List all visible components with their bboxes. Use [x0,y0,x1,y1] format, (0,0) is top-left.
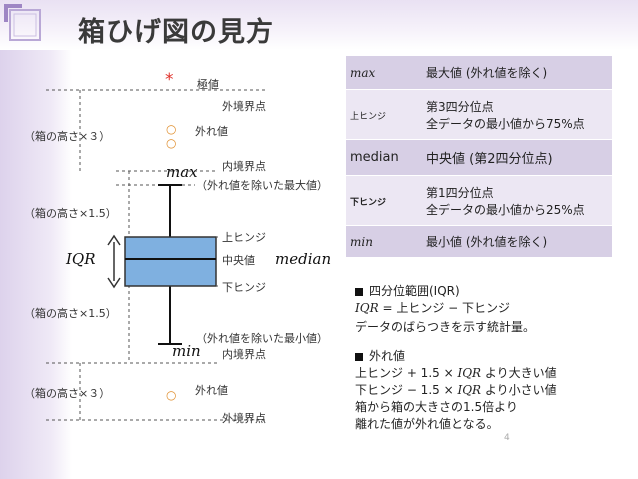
label-box-times15-top: （箱の高さ×1.5） [24,207,117,220]
math-label-iqr: IQR [66,250,96,268]
table-term: min [346,225,422,258]
label-upper-hinge: 上ヒンジ [222,231,266,244]
table-desc: 第1四分位点全データの最小値から25%点 [422,175,612,226]
table-row: min 最小値 (外れ値を除く) [346,225,612,258]
outlier-circle-icon: ○ [166,122,177,136]
page-title: 箱ひげ図の見方 [78,17,274,48]
corner-bracket-icon [4,4,22,22]
label-extreme: 極値 [197,78,219,91]
iqr-description: データのばらつきを示す統計量。 [355,320,536,334]
outlier-line-3: 箱から箱の大きさの1.5倍より [355,400,518,414]
table-desc: 中央値 (第2四分位点) [422,139,612,176]
table-term: median [346,139,422,176]
label-box-times3-bottom: （箱の高さ×３） [24,387,111,400]
outlier-line-2: 下ヒンジ − 1.5 × IQR より小さい値 [355,383,557,397]
table-term: 上ヒンジ [346,89,422,140]
table-row: 上ヒンジ 第3四分位点全データの最小値から75%点 [346,89,612,140]
left-gradient-band [0,0,72,479]
outlier-heading: 外れ値 [355,348,557,365]
iqr-arrow-up-icon [107,234,121,246]
table-row: max 最大値 (外れ値を除く) [346,55,612,90]
iqr-arrow-down-icon [107,277,121,289]
label-inner-fence-bottom: 内境界点 [222,348,266,361]
table-term: 下ヒンジ [346,175,422,226]
math-label-max: max [166,163,198,181]
table-desc: 最小値 (外れ値を除く) [422,225,612,258]
outlier-circle-icon: ○ [166,388,177,402]
outlier-circle-icon: ○ [166,136,177,150]
math-label-min: min [172,342,201,360]
square-bullet-icon [355,287,363,296]
label-outlier-bottom: 外れ値 [195,384,228,397]
table-row: median 中央値 (第2四分位点) [346,139,612,176]
notes: 四分位範囲(IQR) IQR = 上ヒンジ − 下ヒンジ データのばらつきを示す… [355,283,557,433]
label-outer-fence-top: 外境界点 [222,100,266,113]
iqr-heading: 四分位範囲(IQR) [355,283,557,300]
corner-square-icon [9,9,41,41]
corner-inner-square-icon [13,13,37,37]
table-desc: 第3四分位点全データの最小値から75%点 [422,89,612,140]
square-bullet-icon [355,352,363,361]
box [124,236,217,287]
outlier-line-4: 離れた値が外れ値となる。 [355,417,499,431]
definition-table: max 最大値 (外れ値を除く) 上ヒンジ 第3四分位点全データの最小値から75… [346,55,612,258]
label-box-times15-bottom: （箱の高さ×1.5） [24,307,117,320]
label-inner-fence-top: 内境界点 [222,160,266,173]
label-outlier-top: 外れ値 [195,125,228,138]
label-max-excluding: （外れ値を除いた最大値） [196,179,328,192]
page-number: 4 [504,433,510,443]
label-min-excluding: （外れ値を除いた最小値） [196,332,328,345]
table-desc: 最大値 (外れ値を除く) [422,55,612,90]
label-outer-fence-bottom: 外境界点 [222,412,266,425]
label-median-value: 中央値 [222,254,255,267]
iqr-formula: IQR = 上ヒンジ − 下ヒンジ [355,301,511,315]
top-gradient-band [0,0,638,50]
table-term: max [346,55,422,90]
extreme-asterisk-icon: * [165,70,174,90]
label-lower-hinge: 下ヒンジ [222,281,266,294]
corner-decoration [4,4,41,41]
math-label-median: median [275,250,332,268]
label-box-times3-top: （箱の高さ×３） [24,130,111,143]
table-row: 下ヒンジ 第1四分位点全データの最小値から25%点 [346,175,612,226]
outlier-line-1: 上ヒンジ + 1.5 × IQR より大きい値 [355,366,557,380]
